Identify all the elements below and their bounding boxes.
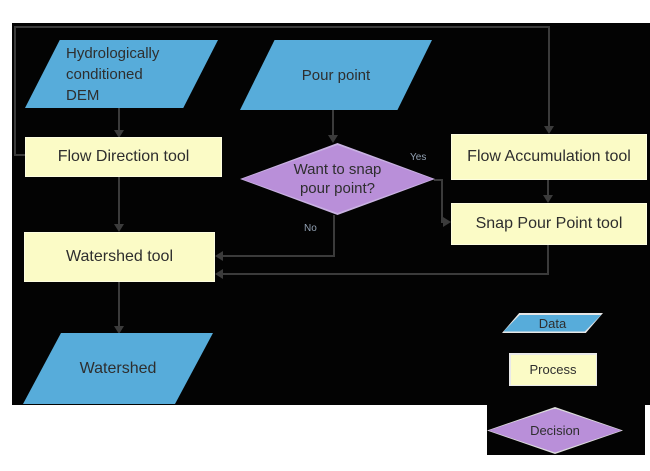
node-hydrologically-conditioned-dem: Hydrologically conditioned DEM xyxy=(25,40,218,108)
arrowhead-down-icon xyxy=(544,126,554,134)
legend-label: Decision xyxy=(530,423,580,438)
node-flow-direction-tool: Flow Direction tool xyxy=(25,137,222,177)
arrowhead-right-icon xyxy=(443,217,451,227)
legend-item-process: Process xyxy=(509,353,597,386)
arrowhead-down-icon xyxy=(543,195,553,203)
edge-label-yes: Yes xyxy=(410,152,427,163)
node-pour-point: Pour point xyxy=(240,40,432,110)
node-label: Watershed tool xyxy=(65,248,173,265)
node-flow-accumulation-tool: Flow Accumulation tool xyxy=(451,134,647,180)
legend-label: Process xyxy=(529,362,577,377)
arrowhead-left-icon xyxy=(215,269,223,279)
node-label: Flow Accumulation tool xyxy=(467,148,631,165)
edge-label-no: No xyxy=(304,223,317,234)
node-watershed: Watershed xyxy=(23,333,213,404)
node-label: Snap Pour Point tool xyxy=(475,215,623,232)
node-label: Flow Direction tool xyxy=(57,148,190,165)
node-snap-pour-point-tool: Snap Pour Point tool xyxy=(451,203,647,245)
node-label: Watershed xyxy=(79,359,157,377)
arrowhead-down-icon xyxy=(114,326,124,334)
node-label: Hydrologically conditioned DEM xyxy=(66,44,160,104)
arrowhead-down-icon xyxy=(328,135,338,143)
arrowhead-down-icon xyxy=(114,130,124,138)
legend-item-data: Data xyxy=(502,313,603,333)
legend-label: Data xyxy=(538,315,567,331)
node-label: Want to snap pour point? xyxy=(293,161,382,197)
node-label: Pour point xyxy=(301,66,371,84)
arrowhead-down-icon xyxy=(114,224,124,232)
node-watershed-tool: Watershed tool xyxy=(24,232,215,282)
arrowhead-left-icon xyxy=(215,251,223,261)
